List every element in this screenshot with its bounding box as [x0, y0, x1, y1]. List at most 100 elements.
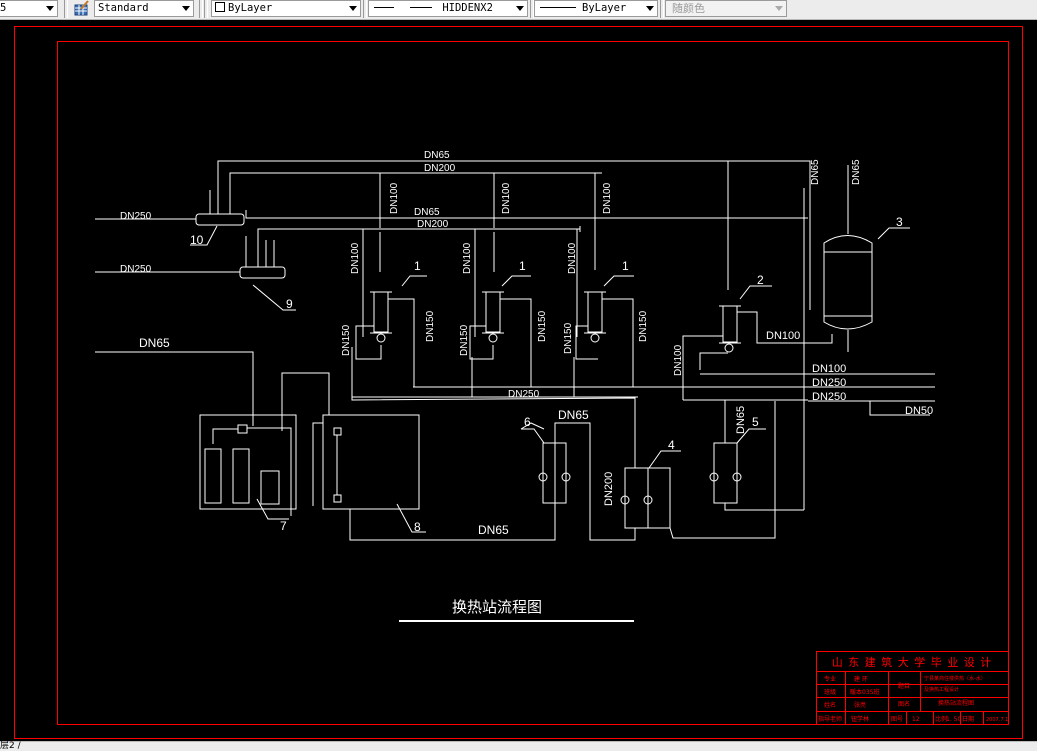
outer-frame — [14, 26, 1023, 739]
toolbar-separator — [660, 0, 664, 18]
chevron-down-icon[interactable] — [516, 6, 524, 11]
callout: 5 — [752, 415, 759, 429]
title-block-label: 日期 — [962, 715, 974, 723]
plot-style-combo: 随颜色 — [665, 0, 787, 17]
chevron-down-icon[interactable] — [349, 6, 357, 11]
lineweight-line-icon — [540, 7, 576, 8]
title-block-value: 建 环 — [854, 675, 868, 683]
distributors — [95, 190, 296, 311]
pipe-label: DN150 — [563, 322, 574, 354]
pipe-label: DN100 — [673, 344, 684, 376]
text-style-combo[interactable]: Standard — [94, 0, 194, 17]
title-block-label: 指导老师 — [818, 715, 842, 723]
drawing-svg: DN65 DN200 DN65 DN200 DN100 DN100 DN150 … — [14, 26, 1023, 739]
pipe-label: DN65 — [139, 336, 170, 350]
title-block-label: 姓名 — [824, 701, 836, 709]
pipe-label: DN100 — [462, 242, 473, 274]
pipe-label: DN150 — [341, 324, 352, 356]
top-pipes — [217, 160, 811, 337]
pipe-label: DN250 — [508, 389, 540, 400]
title-block-value: 2007.7.1 — [986, 717, 1008, 723]
drawing-title: 换热站流程图 — [452, 599, 542, 616]
pipe-label: DN100 — [350, 242, 361, 274]
toolbar-separator — [64, 0, 68, 18]
drawing-canvas[interactable]: DN65 DN200 DN65 DN200 DN100 DN100 DN150 … — [0, 20, 1037, 741]
callout: 1 — [414, 259, 421, 273]
color-swatch-icon — [215, 2, 225, 12]
title-block-value: 张亮 — [854, 701, 866, 709]
title-block-label: 专业 — [824, 675, 836, 683]
callout: 10 — [190, 233, 204, 247]
color-value: ByLayer — [228, 2, 273, 14]
pipe-label: DN150 — [638, 310, 649, 342]
pipe-label: DN65 — [810, 159, 821, 185]
title-block-label: 班级 — [824, 688, 836, 696]
water-treatment — [95, 351, 556, 541]
pipe-label: DN50 — [905, 405, 933, 417]
pipe-label: DN250 — [120, 211, 152, 222]
lineweight-combo[interactable]: ByLayer — [534, 0, 658, 17]
command-line[interactable]: 层2 / — [0, 741, 1037, 751]
text-height-value: 5 — [0, 2, 7, 14]
pipe-label: DN250 — [812, 391, 846, 403]
toolbar-separator — [363, 0, 367, 18]
title-block-value: 1. 50 — [946, 716, 961, 723]
title-block — [816, 651, 1009, 725]
callout: 6 — [524, 415, 531, 429]
pipe-label: DN65 — [414, 207, 440, 218]
pipe-label: DN250 — [120, 264, 152, 275]
callout: 1 — [622, 259, 629, 273]
expansion-tank — [823, 165, 910, 352]
pipe-label: DN65 — [424, 150, 450, 161]
pipe-label: DN250 — [812, 377, 846, 389]
linetype-dash-icon — [374, 7, 394, 8]
pipe-label: DN100 — [766, 330, 800, 342]
pipe-label: DN100 — [501, 182, 512, 214]
pipe-label: DN150 — [425, 310, 436, 342]
pipe-label: DN200 — [417, 219, 449, 230]
title-block-label: 题目 — [898, 683, 910, 690]
pipe-label: DN65 — [478, 523, 509, 537]
properties-toolbar: 5 Standard ByLayer HIDDENX2 ByLayer 随颜色 — [0, 0, 1037, 20]
toolbar-separator — [199, 0, 203, 18]
title-block-label: 图号 — [891, 716, 903, 723]
title-block-value: 及换热工程设计 — [924, 686, 959, 693]
plot-style-value: 随颜色 — [672, 2, 705, 15]
callout: 2 — [757, 273, 764, 287]
title-block-label: 图名 — [898, 700, 910, 708]
chevron-down-icon — [775, 6, 783, 11]
pipe-label: DN100 — [567, 242, 578, 274]
title-block-value: 宁县某商住楼供热（水-水） — [924, 675, 986, 682]
pipe-label: DN65 — [558, 408, 589, 422]
heat-exchanger-units — [351, 188, 935, 510]
linetype-combo[interactable]: HIDDENX2 — [368, 0, 528, 17]
chevron-down-icon[interactable] — [46, 6, 54, 11]
pipe-label: DN100 — [812, 363, 846, 375]
pipe-label: DN150 — [537, 310, 548, 342]
text-height-combo[interactable]: 5 — [0, 0, 58, 17]
chevron-down-icon[interactable] — [646, 6, 654, 11]
title-block-school: 山 东 建 筑 大 学 毕 业 设 计 — [832, 655, 992, 669]
command-line-text: 层2 / — [0, 741, 21, 751]
callout: 7 — [280, 519, 287, 533]
pipe-label: DN200 — [424, 163, 456, 174]
toolbar-separator — [204, 0, 208, 18]
color-combo[interactable]: ByLayer — [211, 0, 361, 17]
pump-groups — [351, 397, 804, 541]
pipe-label: DN100 — [389, 182, 400, 214]
chevron-down-icon[interactable] — [182, 6, 190, 11]
linetype-dash-icon — [410, 7, 433, 8]
title-block-label: 比例 — [935, 715, 947, 723]
pipe-label: DN200 — [603, 472, 615, 506]
linetype-value: HIDDENX2 — [442, 2, 493, 14]
inner-frame — [57, 41, 1009, 725]
callout: 9 — [286, 297, 293, 311]
text-style-manager-icon[interactable] — [73, 0, 90, 17]
pipe-label: DN100 — [602, 182, 613, 214]
title-block-value: 12 — [912, 716, 920, 723]
title-block-value: 钮学林 — [851, 715, 869, 723]
toolbar-separator — [530, 0, 534, 18]
text-style-value: Standard — [98, 2, 149, 14]
callout: 8 — [414, 520, 421, 534]
title-block-value: 换热站流程图 — [938, 699, 974, 707]
